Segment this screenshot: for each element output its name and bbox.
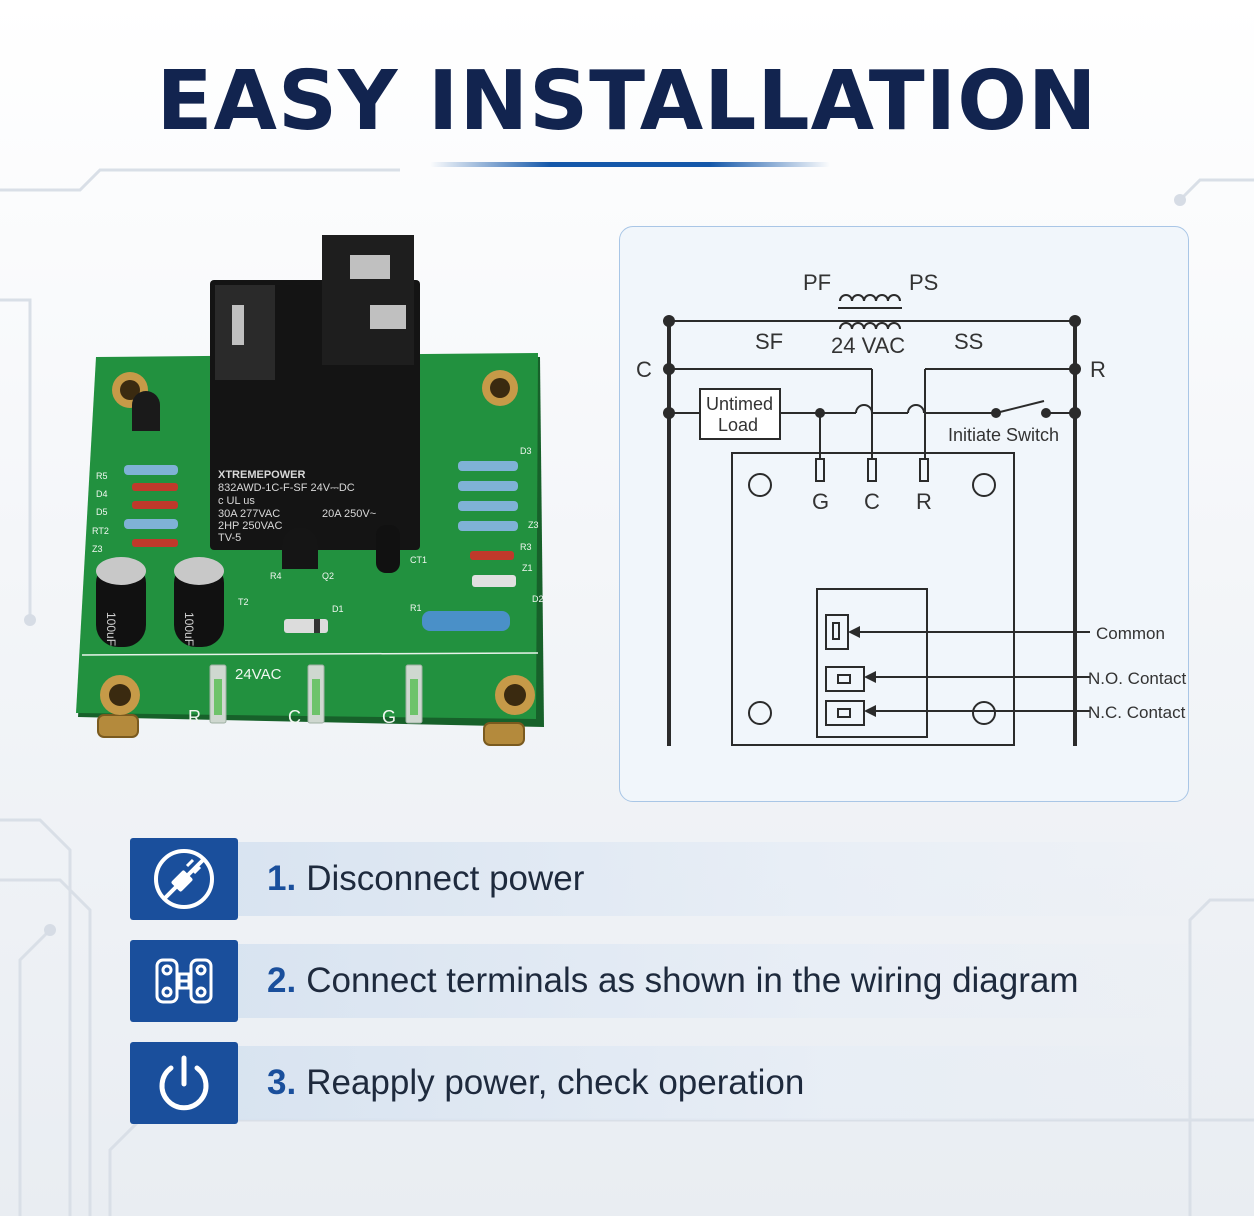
ref-r1: R1 [410,603,422,613]
relay-spec-2: 20A 250V~ [322,508,376,520]
ref-ct1: CT1 [410,555,427,565]
label-no-contact: N.O. Contact [1088,669,1187,688]
label-g-terminal: G [812,489,829,514]
ref-q2: Q2 [322,571,334,581]
step-3-text: Reapply power, check operation [306,1063,805,1102]
step-band [230,842,1220,916]
circuit-board-image: XTREMEPOWER 832AWD-1C-F-SF 24V⎓DC c UL u… [60,225,580,785]
step-2-number: 2. [267,961,297,1000]
label-c-terminal: C [864,489,880,514]
label-24vac: 24 VAC [831,333,905,358]
wiring-diagram: PF PS SF 24 VAC SS C R Untimed Load Init… [619,226,1189,802]
cap-label-left: 100uF [104,612,118,646]
label-sf: SF [755,329,783,354]
step-1: 1.Disconnect power [130,838,1230,920]
label-pf: PF [803,270,831,295]
ref-left-4: Z3 [92,544,103,554]
terminals-icon [155,958,213,1004]
step-1-icon-box [130,838,238,920]
label-untimed: Untimed [706,394,773,414]
label-ss: SS [954,329,983,354]
step-2: 2.Connect terminals as shown in the wiri… [130,940,1230,1022]
relay-spec-1: 30A 277VAC [218,508,280,520]
board-terminal-c: C [288,707,301,727]
title-underline [430,162,830,167]
step-band [230,1046,1220,1120]
ref-r4: R4 [270,571,282,581]
board-terminal-g: G [382,707,396,727]
ref-d1: D1 [332,604,344,614]
label-initiate-switch: Initiate Switch [948,425,1059,445]
relay-brand: XTREMEPOWER [218,469,305,481]
step-band [230,944,1220,1018]
relay-spec-3: 2HP 250VAC [218,520,282,532]
step-2-text: Connect terminals as shown in the wiring… [306,961,1079,1000]
label-c-rail: C [636,357,652,382]
ref-right-3: Z1 [522,563,533,573]
step-2-label: 2.Connect terminals as shown in the wiri… [267,958,1079,1004]
label-r-terminal: R [916,489,932,514]
ref-right-1: Z3 [528,520,539,530]
ref-right-2: R3 [520,542,532,552]
step-3-label: 3.Reapply power, check operation [267,1060,804,1106]
label-r-rail: R [1090,357,1106,382]
step-1-number: 1. [267,859,297,898]
ref-left-3: RT2 [92,526,109,536]
ref-left-0: R5 [96,471,108,481]
page-title: EASY INSTALLATION [156,54,1098,149]
board-terminal-r: R [188,707,201,727]
label-load: Load [718,415,758,435]
ref-right-4: D2 [532,594,544,604]
relay-spec-4: TV-5 [218,532,241,544]
cap-label-right: 100uF [182,612,196,646]
ref-left-2: D5 [96,507,108,517]
ref-left-1: D4 [96,489,108,499]
step-3: 3.Reapply power, check operation [130,1042,1230,1124]
ref-right-0: D3 [520,446,532,456]
label-common: Common [1096,624,1165,643]
relay-model: 832AWD-1C-F-SF 24V⎓DC [218,482,355,494]
board-voltage-label: 24VAC [235,666,282,683]
label-nc-contact: N.C. Contact [1088,703,1186,722]
unplug-icon [154,849,214,909]
ref-t2: T2 [238,597,249,607]
label-ps: PS [909,270,938,295]
step-1-label: 1.Disconnect power [267,856,584,902]
step-2-icon-box [130,940,238,1022]
step-3-icon-box [130,1042,238,1124]
step-3-number: 3. [267,1063,297,1102]
relay-cert: c UL us [218,495,255,507]
power-icon [159,1055,209,1111]
step-1-text: Disconnect power [306,859,585,898]
